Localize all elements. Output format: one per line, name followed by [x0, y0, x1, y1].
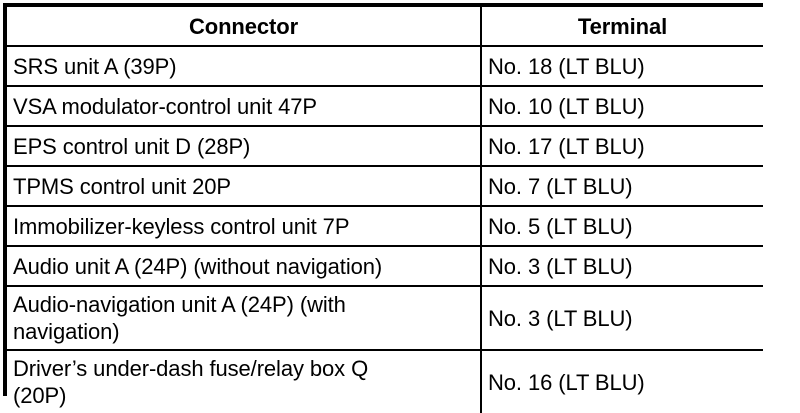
cell-connector-text: Audio-navigation unit A (24P) (with navi… [13, 292, 346, 344]
cell-terminal: No. 3 (LT BLU) [481, 286, 763, 351]
cell-terminal-text: No. 16 (LT BLU) [488, 369, 645, 395]
table-header-row: Connector Terminal [7, 7, 763, 47]
cell-terminal-text: No. 3 (LT BLU) [488, 253, 633, 279]
cell-terminal: No. 3 (LT BLU) [481, 246, 763, 287]
cell-connector: Audio unit A (24P) (without navigation) [7, 246, 482, 287]
cell-terminal: No. 5 (LT BLU) [481, 206, 763, 247]
column-header-terminal: Terminal [481, 7, 763, 47]
cell-connector-text: EPS control unit D (28P) [13, 133, 251, 159]
cell-terminal-text: No. 10 (LT BLU) [488, 93, 645, 119]
cell-connector: Immobilizer-keyless control unit 7P [7, 206, 482, 247]
cell-connector-text: VSA modulator-control unit 47P [13, 93, 317, 119]
cell-connector: SRS unit A (39P) [7, 46, 482, 87]
column-header-terminal-label: Terminal [577, 13, 668, 39]
page-root: Connector Terminal SRS unit A (39P) No. 1… [3, 3, 763, 413]
table-row: Audio unit A (24P) (without navigation) N… [7, 246, 763, 287]
cell-terminal-text: No. 3 (LT BLU) [488, 305, 633, 331]
table-row: VSA modulator-control unit 47P No. 10 (LT… [7, 86, 763, 127]
cell-terminal: No. 16 (LT BLU) [481, 350, 763, 413]
table-header: Connector Terminal [7, 7, 763, 47]
cell-terminal: No. 10 (LT BLU) [481, 86, 763, 127]
cell-connector: VSA modulator-control unit 47P [7, 86, 482, 127]
cell-terminal: No. 7 (LT BLU) [481, 166, 763, 207]
cell-terminal-text: No. 5 (LT BLU) [488, 213, 633, 239]
cell-connector: Audio-navigation unit A (24P) (with navi… [7, 286, 482, 351]
spec-table: Connector Terminal SRS unit A (39P) No. 1… [7, 7, 763, 413]
column-header-connector-label: Connector [188, 13, 299, 39]
cell-terminal-text: No. 18 (LT BLU) [488, 53, 645, 79]
cell-connector-text: TPMS control unit 20P [13, 173, 231, 199]
table-row: Audio-navigation unit A (24P) (with navi… [7, 286, 763, 351]
cell-connector-text: Driver’s under-dash fuse/relay box Q (20… [13, 356, 369, 408]
connector-terminal-table: Connector Terminal SRS unit A (39P) No. 1… [3, 3, 763, 413]
cell-connector-text: Audio unit A (24P) (without navigation) [13, 253, 383, 279]
cell-terminal: No. 18 (LT BLU) [481, 46, 763, 87]
cell-connector: TPMS control unit 20P [7, 166, 482, 207]
cell-terminal: No. 17 (LT BLU) [481, 126, 763, 167]
table-row: EPS control unit D (28P) No. 17 (LT BLU) [7, 126, 763, 167]
cell-terminal-text: No. 17 (LT BLU) [488, 133, 645, 159]
column-header-connector: Connector [7, 7, 482, 47]
table-body: SRS unit A (39P) No. 18 (LT BLU) VSA modul… [7, 46, 763, 413]
table-row: TPMS control unit 20P No. 7 (LT BLU) [7, 166, 763, 207]
cell-connector-text: Immobilizer-keyless control unit 7P [13, 213, 350, 239]
cell-connector: EPS control unit D (28P) [7, 126, 482, 167]
cell-connector-text: SRS unit A (39P) [13, 53, 177, 79]
cell-terminal-text: No. 7 (LT BLU) [488, 173, 633, 199]
table-row: Immobilizer-keyless control unit 7P No. 5… [7, 206, 763, 247]
table-row: SRS unit A (39P) No. 18 (LT BLU) [7, 46, 763, 87]
